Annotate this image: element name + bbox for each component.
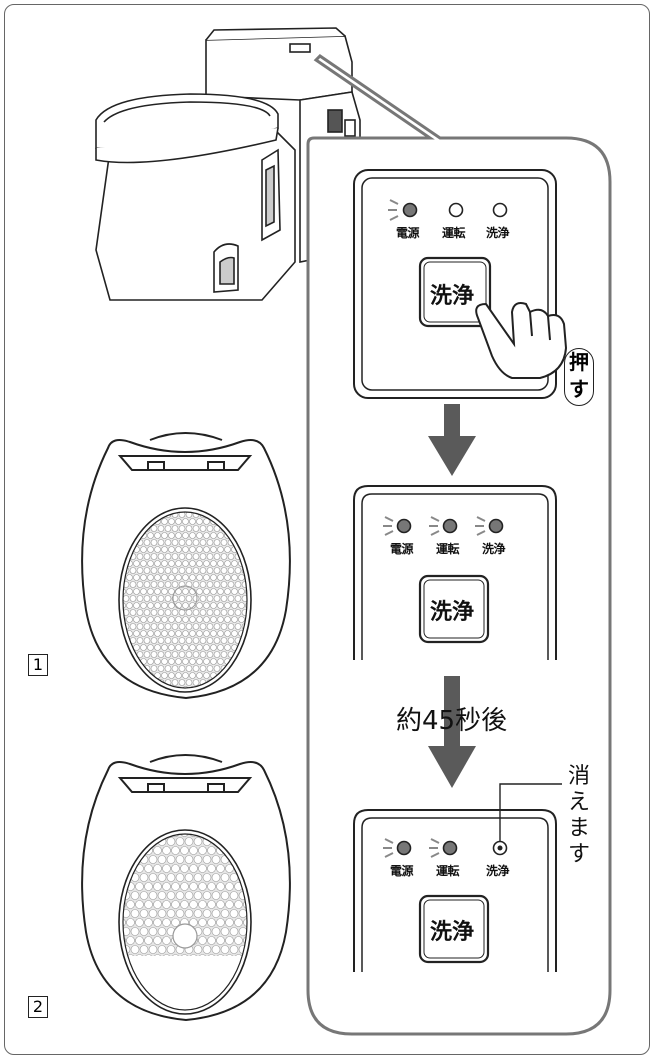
vanish-label: 消 え ま す <box>566 764 592 868</box>
led-label-flush: 洗浄 <box>482 542 506 556</box>
flush-button-3[interactable]: 洗浄 <box>430 920 475 945</box>
led-label-run: 運転 <box>436 864 460 878</box>
arrow-down-2 <box>428 676 476 788</box>
led-label-power: 電源 <box>390 542 414 556</box>
vanish-char: え <box>567 790 590 815</box>
led-label-flush: 洗浄 <box>486 864 510 878</box>
push-char-1: 押 <box>569 350 589 374</box>
led-label-flush: 洗浄 <box>486 226 510 240</box>
bowl-2 <box>81 754 291 1022</box>
timer-label: 約45秒後 <box>396 706 508 736</box>
arrow-down-1 <box>428 404 476 476</box>
vanish-char: ま <box>567 816 590 841</box>
figure-frame <box>4 4 650 1055</box>
vanish-char: す <box>567 842 590 867</box>
led-label-run: 運転 <box>442 226 466 240</box>
push-badge: 押 す <box>564 348 594 406</box>
flush-button-1[interactable]: 洗浄 <box>430 284 475 309</box>
led-label-power: 電源 <box>396 226 420 240</box>
flush-button-2[interactable]: 洗浄 <box>430 600 475 625</box>
step-number-2: 2 <box>28 996 48 1018</box>
control-panel-3 <box>353 783 562 972</box>
led-label-run: 運転 <box>436 542 460 556</box>
vanish-char: 消 <box>567 764 590 789</box>
toilet-illustration <box>95 27 361 301</box>
control-panel-2 <box>353 485 557 660</box>
push-char-2: す <box>569 377 589 401</box>
pointing-hand <box>475 302 568 379</box>
step-number-1: 1 <box>28 654 48 676</box>
bowl-1 <box>81 432 291 700</box>
led-label-power: 電源 <box>390 864 414 878</box>
